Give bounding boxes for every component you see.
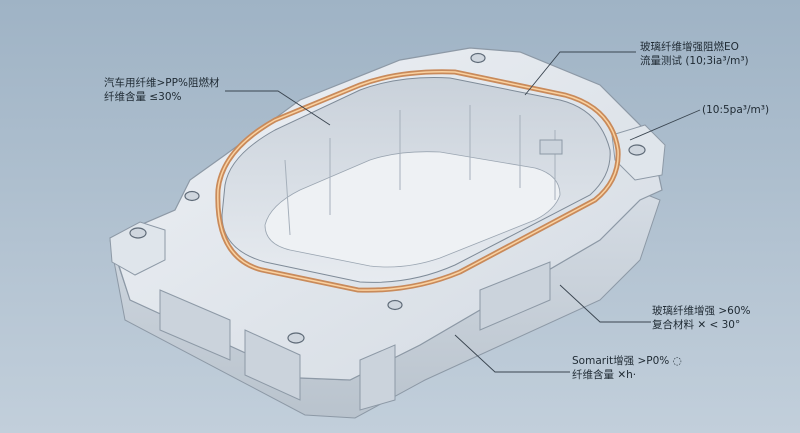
cavity-floor: [264, 151, 561, 268]
front-details: [159, 139, 563, 411]
callout-top-left: 汽车用纤维>PP%阻燃材 纤维含量 ≤30%: [104, 76, 219, 104]
leader-lines: [225, 51, 701, 373]
callout-bottom-line2: 纤维含量 ✕h·: [572, 369, 637, 381]
callout-lower-right: 玻璃纤维增强 >60% 复合材料 ✕ < 30°: [652, 304, 750, 332]
callout-right-mid-line1: (10:5pa³/m³): [702, 104, 770, 116]
callout-top-right: 玻璃纤维增强阻燃EO 流量测试 (10;3ia³/m³): [640, 40, 749, 68]
mounting-holes: [129, 52, 646, 344]
callout-top-right-line1: 玻璃纤维增强阻燃EO: [640, 41, 739, 53]
callout-bottom-line1: Somarit增强 >P0% ◌: [572, 355, 682, 367]
callout-top-right-line2: 流量测试 (10;3ia³/m³): [640, 55, 749, 67]
callout-top-left-line2: 纤维含量 ≤30%: [104, 91, 182, 103]
callout-lower-right-line2: 复合材料 ✕ < 30°: [652, 319, 741, 331]
callout-lower-right-line1: 玻璃纤维增强 >60%: [652, 305, 751, 317]
callout-right-mid: (10:5pa³/m³): [702, 103, 769, 117]
flange-left: [109, 221, 166, 276]
seal-ring-glow: [217, 71, 619, 291]
callout-top-left-line1: 汽车用纤维>PP%阻燃材: [104, 77, 220, 89]
cavity-ribs: [284, 105, 556, 236]
callout-bottom: Somarit增强 >P0% ◌ 纤维含量 ✕h·: [572, 354, 682, 382]
